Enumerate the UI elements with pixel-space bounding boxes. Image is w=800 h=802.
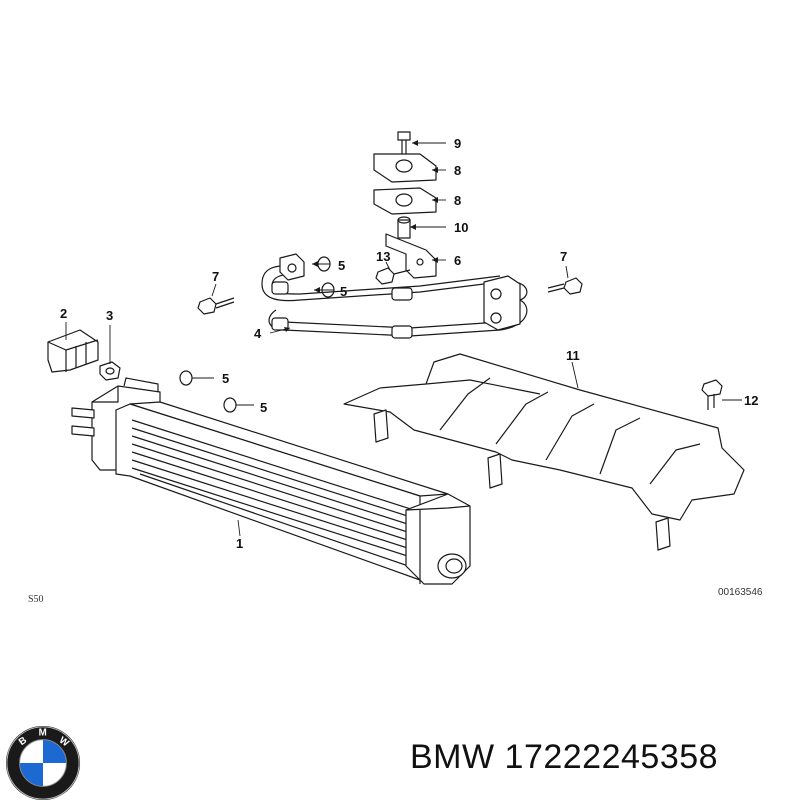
callout-7-left: 7	[212, 269, 219, 284]
callout-3: 3	[106, 308, 113, 323]
shield-bolt	[701, 379, 723, 410]
callout-2: 2	[60, 306, 67, 321]
oil-lines	[261, 253, 528, 339]
callout-12: 12	[744, 393, 758, 408]
part-number: 17222245358	[504, 738, 719, 776]
callout-9: 9	[454, 136, 461, 151]
callout-10: 10	[454, 220, 468, 235]
bracket-bolt	[375, 267, 411, 285]
series-code: S50	[28, 594, 44, 605]
callout-7-right: 7	[560, 249, 567, 264]
callout-5-b: 5	[340, 284, 347, 299]
drawing-number: 00163546	[718, 587, 763, 598]
bmw-logo: B M W	[5, 725, 81, 801]
callout-8-lower: 8	[454, 193, 461, 208]
callout-5-d: 5	[260, 400, 267, 415]
mounting-bracket	[385, 233, 437, 279]
callout-1: 1	[236, 536, 243, 551]
hex-nut	[99, 361, 121, 381]
bracket-clip	[47, 329, 99, 373]
bolts	[197, 277, 583, 315]
callout-4: 4	[254, 326, 262, 341]
part-title: BMW 17222245358	[410, 738, 718, 777]
splash-shield	[343, 353, 745, 551]
oil-cooler	[71, 377, 471, 585]
callout-8-upper: 8	[454, 163, 461, 178]
callout-labels: 9 8 8 10 6 13 5 5 7 7 4 2 3 5 5 11 12 1	[60, 136, 758, 551]
svg-text:M: M	[39, 728, 47, 739]
brand-name: BMW	[410, 738, 495, 776]
leader-arrows	[284, 140, 438, 332]
callout-13: 13	[376, 249, 390, 264]
callout-6: 6	[454, 253, 461, 268]
callout-5-a: 5	[338, 258, 345, 273]
clamp-assembly	[373, 131, 437, 239]
callout-5-c: 5	[222, 371, 229, 386]
callout-11: 11	[566, 348, 580, 363]
